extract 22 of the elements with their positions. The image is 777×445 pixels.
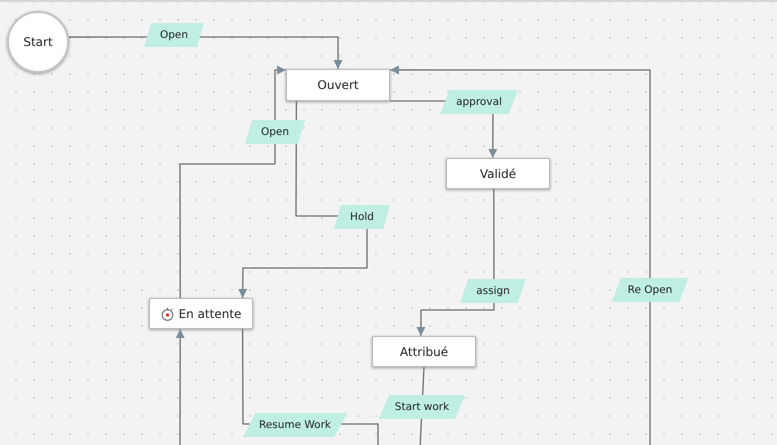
transition-arrow <box>176 329 185 445</box>
state-box <box>286 69 390 101</box>
state-label: Ouvert <box>317 78 359 92</box>
state-label: En attente <box>178 306 242 320</box>
edge-label: approval <box>440 90 518 114</box>
edge-label: assign <box>460 279 526 303</box>
edge-label: Re Open <box>612 278 688 302</box>
state-label: Validé <box>480 166 516 180</box>
state-box <box>372 336 476 367</box>
edge-label: Resume Work <box>242 413 348 437</box>
edge-label: Open <box>144 23 204 47</box>
state-box <box>149 298 253 329</box>
state-label: Attribué <box>400 344 448 358</box>
edge-label: Start work <box>378 395 466 419</box>
edge-label: Open <box>244 120 306 144</box>
state-box <box>446 158 550 189</box>
start-circle <box>7 11 69 73</box>
edge-label: Hold <box>334 205 390 229</box>
transition-arrow <box>416 189 495 336</box>
transition-arrow <box>179 66 286 298</box>
state-label: Start <box>23 35 53 49</box>
transition-arrow <box>390 65 651 445</box>
